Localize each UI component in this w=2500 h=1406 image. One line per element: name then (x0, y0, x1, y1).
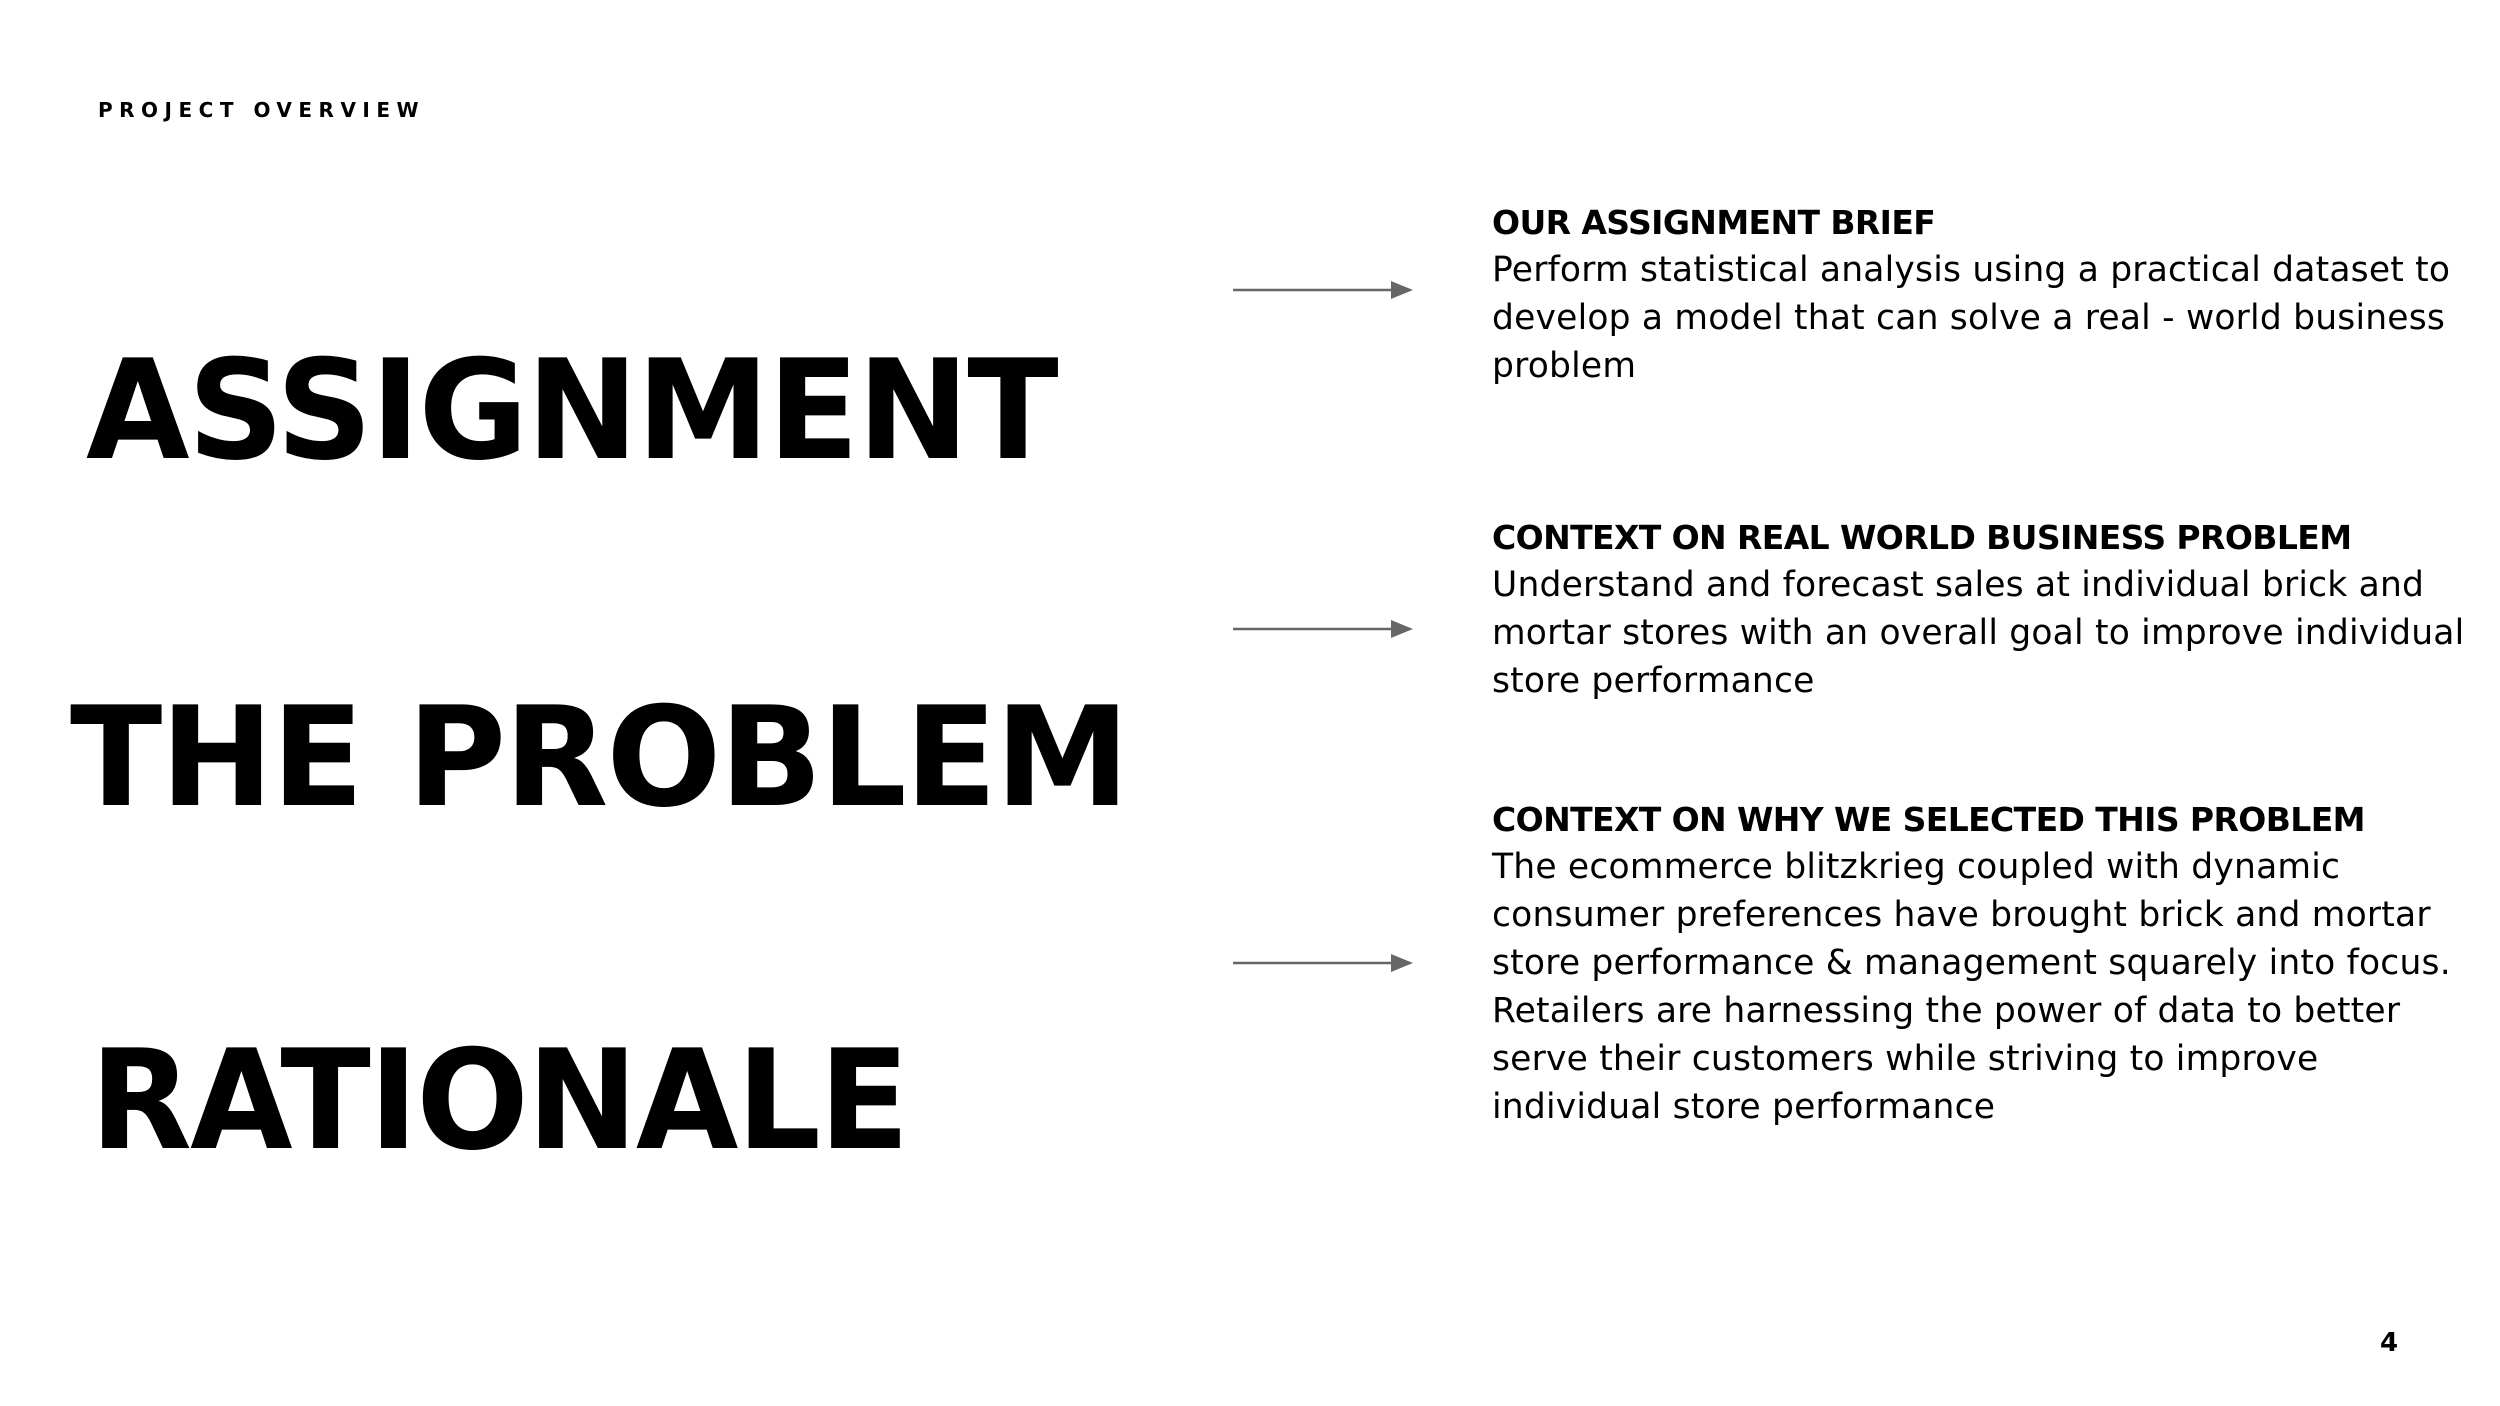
heading-the-problem: THE PROBLEM (70, 677, 1130, 838)
block-title: CONTEXT ON WHY WE SELECTED THIS PROBLEM (1492, 800, 2365, 839)
body-line: develop a model that can solve a real - … (1492, 298, 2446, 338)
body-line: individual store performance (1492, 1087, 1996, 1127)
body-line: problem (1492, 346, 1637, 386)
heading-rationale: RATIONALE (90, 1020, 910, 1181)
body-line: store performance (1492, 661, 1815, 701)
body-line: Retailers are harnessing the power of da… (1492, 991, 2401, 1031)
body-line: mortar stores with an overall goal to im… (1492, 613, 2465, 653)
body-line: Understand and forecast sales at individ… (1492, 565, 2425, 605)
section-label: PROJECT OVERVIEW (98, 98, 426, 122)
block-body: Understand and forecast sales at individ… (1492, 561, 2482, 705)
block-body: The ecommerce blitzkrieg coupled with dy… (1492, 843, 2482, 1131)
block-title: CONTEXT ON REAL WORLD BUSINESS PROBLEM (1492, 518, 2352, 557)
body-line: The ecommerce blitzkrieg coupled with dy… (1492, 847, 2341, 887)
body-line: serve their customers while striving to … (1492, 1039, 2319, 1079)
arrow-right-icon (1233, 951, 1413, 975)
page-number: 4 (2380, 1328, 2399, 1358)
body-line: store performance & management squarely … (1492, 943, 2451, 983)
arrow-right-icon (1233, 617, 1413, 641)
business-problem-block: CONTEXT ON REAL WORLD BUSINESS PROBLEM U… (1492, 515, 2482, 705)
block-body: Perform statistical analysis using a pra… (1492, 246, 2482, 390)
rationale-block: CONTEXT ON WHY WE SELECTED THIS PROBLEM … (1492, 797, 2482, 1131)
heading-assignment: ASSIGNMENT (86, 330, 1059, 491)
block-title: OUR ASSIGNMENT BRIEF (1492, 203, 1936, 242)
body-line: Perform statistical analysis using a pra… (1492, 250, 2451, 290)
arrow-right-icon (1233, 278, 1413, 302)
body-line: consumer preferences have brought brick … (1492, 895, 2431, 935)
assignment-brief-block: OUR ASSIGNMENT BRIEF Perform statistical… (1492, 200, 2482, 390)
